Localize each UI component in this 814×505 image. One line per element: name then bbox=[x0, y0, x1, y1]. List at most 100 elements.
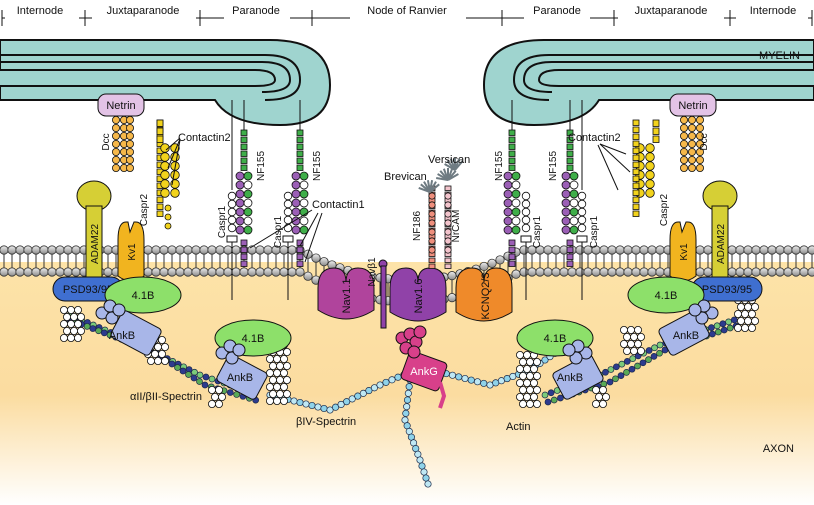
nf155-ig-domain bbox=[235, 225, 245, 235]
ankb-1-label: AnkB bbox=[109, 330, 135, 342]
caspr1-tm bbox=[576, 235, 588, 243]
nf155-ig-domain bbox=[291, 198, 301, 208]
lipid-head bbox=[151, 245, 161, 255]
alpha2-beta2-spectrin-bead bbox=[709, 330, 716, 338]
alpha2-beta2-spectrin-bead bbox=[83, 323, 91, 330]
lipid-head bbox=[535, 267, 545, 277]
contactin2-pointers bbox=[165, 137, 631, 191]
lipid-head bbox=[599, 267, 609, 277]
nf155-ig-domain bbox=[511, 171, 521, 181]
caspr1-l2-label: Caspr1 bbox=[273, 215, 284, 248]
ankg-label: AnkG bbox=[410, 366, 438, 378]
alpha2-beta2-spectrin-bead bbox=[623, 358, 631, 365]
lipid-head bbox=[287, 245, 297, 255]
alpha2-beta2-spectrin-bead bbox=[89, 325, 97, 332]
nav16-label: Nav1.6 bbox=[413, 279, 425, 314]
nf186-label: NF186 bbox=[412, 211, 423, 241]
beta4-spectrin-bead bbox=[541, 356, 549, 364]
contactin2-stalk bbox=[156, 127, 164, 135]
actin-monomer bbox=[744, 302, 753, 311]
lipid-head bbox=[543, 245, 553, 255]
nf186-ig bbox=[428, 192, 436, 200]
caspr1-stalk bbox=[240, 253, 248, 260]
actin-monomer bbox=[533, 371, 542, 380]
caspr1-stalk bbox=[296, 246, 304, 253]
nf155-stalk bbox=[508, 157, 516, 164]
actin-monomer bbox=[282, 375, 291, 384]
lipid-head bbox=[143, 267, 153, 277]
actin-monomer bbox=[210, 392, 219, 401]
nf155-ig-domain bbox=[243, 171, 253, 181]
actin-monomer bbox=[751, 302, 760, 311]
dcc-left-label: Dcc bbox=[101, 133, 112, 150]
nf155-ig-domain bbox=[569, 207, 579, 217]
actin-monomer bbox=[530, 364, 539, 373]
lipid-head bbox=[447, 271, 457, 281]
actin-label: Actin bbox=[506, 421, 530, 433]
beta4-spectrin-bead bbox=[302, 400, 310, 408]
lipid-head bbox=[239, 267, 249, 277]
nf155-stalk bbox=[508, 136, 516, 143]
actin-monomer bbox=[519, 357, 528, 366]
nf155-ig-domain bbox=[511, 216, 521, 226]
nf186-domain bbox=[428, 263, 436, 269]
caspr1-stalk bbox=[566, 246, 574, 253]
lipid-head bbox=[255, 267, 265, 277]
lipid-head bbox=[743, 245, 753, 255]
actin-monomer bbox=[275, 375, 284, 384]
dcc-domain bbox=[696, 116, 705, 125]
actin-monomer bbox=[67, 333, 76, 342]
beta4-spectrin-bead bbox=[418, 462, 426, 470]
lipid-head bbox=[607, 267, 617, 277]
alpha2-beta2-spectrin-bead bbox=[226, 389, 234, 396]
ankyrin-g: AnkG bbox=[395, 325, 448, 409]
dcc-domain bbox=[696, 124, 705, 133]
beta4-spectrin-bead bbox=[359, 389, 367, 397]
nf155-ig-domain bbox=[299, 180, 309, 190]
alpha2-beta2-spectrin-bead bbox=[730, 316, 738, 324]
actin-monomer bbox=[748, 309, 757, 318]
nf155-stalk bbox=[296, 136, 304, 143]
actin-monomer bbox=[67, 305, 76, 314]
lipid-head bbox=[543, 267, 553, 277]
lipid-head bbox=[223, 267, 233, 277]
actin-monomer bbox=[282, 389, 291, 398]
adam22-right-label: ADAM22 bbox=[716, 224, 727, 264]
alpha2-beta2-spectrin-bead bbox=[613, 363, 620, 371]
beta4-spectrin-bead bbox=[370, 384, 378, 392]
lipid-head bbox=[319, 257, 329, 267]
actin-monomer bbox=[272, 368, 281, 377]
actin-monomer bbox=[523, 392, 532, 401]
nf155-ig-domain bbox=[561, 171, 571, 181]
actin-monomer bbox=[265, 354, 274, 363]
actin-monomer bbox=[157, 335, 166, 344]
myelin-label: MYELIN bbox=[759, 50, 800, 62]
actin-monomer bbox=[526, 385, 535, 394]
nf155-ig-domain bbox=[503, 207, 513, 217]
lipid-head bbox=[15, 245, 25, 255]
region-label-juxtaparanode-right: Juxtaparanode bbox=[635, 5, 708, 17]
alpha2-beta2-spectrin-bead bbox=[196, 378, 203, 385]
caspr1-domain bbox=[227, 215, 237, 225]
beta4-spectrin-bead bbox=[332, 403, 340, 411]
nf186-ig bbox=[428, 201, 436, 209]
lipid-head bbox=[247, 267, 257, 277]
dcc-domain bbox=[680, 116, 689, 125]
caspr2-domain bbox=[632, 203, 640, 210]
lipid-head bbox=[191, 245, 201, 255]
psd-right-label: PSD93/95 bbox=[702, 284, 752, 296]
caspr1-stalk bbox=[508, 239, 516, 246]
lipid-head bbox=[191, 267, 201, 277]
beta4-spectrin-bead bbox=[326, 406, 334, 414]
nf155-stalk bbox=[566, 164, 574, 171]
lipid-head bbox=[631, 245, 641, 255]
alpha2-beta2-spectrin-bead bbox=[645, 356, 652, 363]
protein-4-1b-juxta-left: 4.1B bbox=[104, 276, 182, 314]
lipid-head bbox=[783, 267, 793, 277]
alpha2-beta2-spectrin-bead bbox=[606, 378, 614, 386]
nf155-ig-domain bbox=[235, 189, 245, 199]
actin-monomer bbox=[599, 385, 608, 394]
caspr1-domain bbox=[577, 191, 587, 201]
netrin-right: Netrin bbox=[669, 93, 717, 117]
